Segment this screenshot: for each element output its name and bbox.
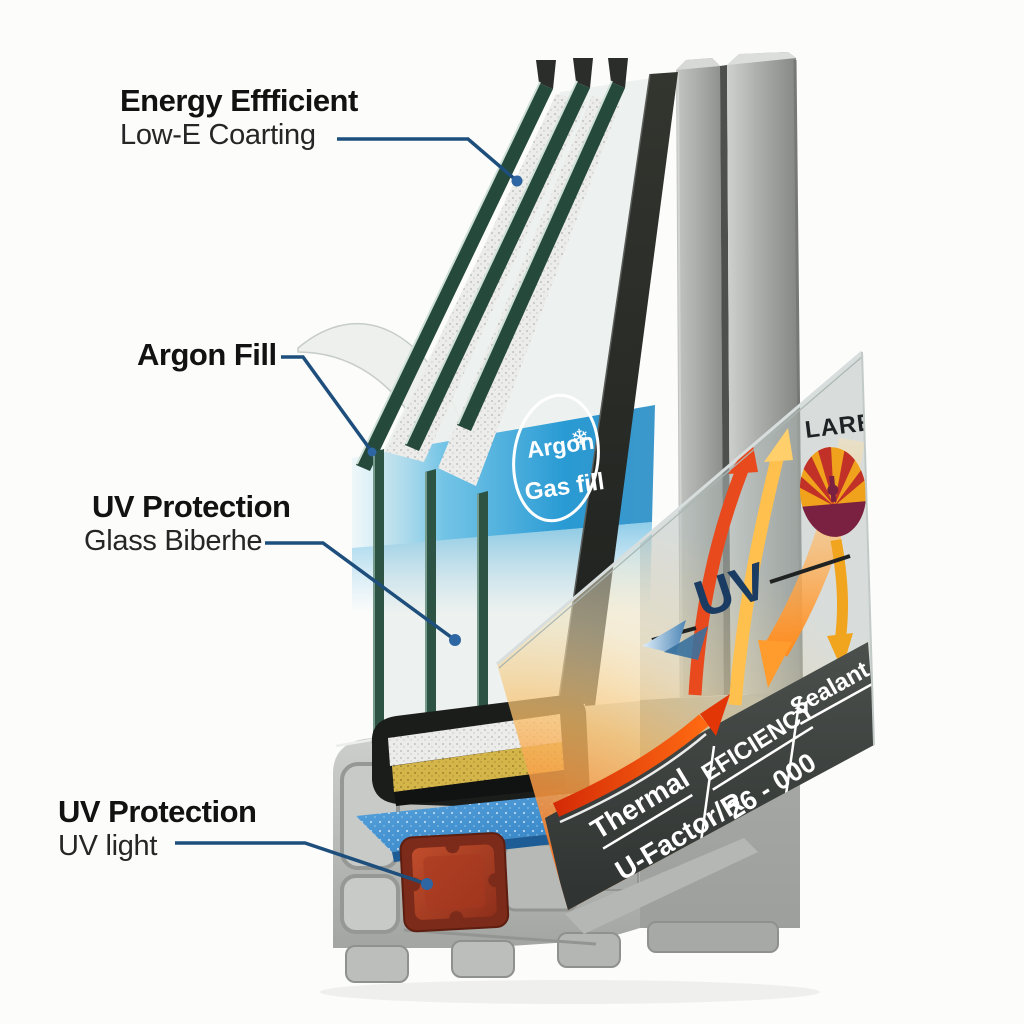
leader-dots <box>367 175 523 890</box>
sun-down-arrow-icon <box>827 539 853 670</box>
callout-low-e-subtitle: Low-E Coarting <box>120 119 316 152</box>
reflect-arrow-icon <box>642 620 708 660</box>
uv-dash-right <box>769 554 851 584</box>
callout-argon-title: Argon Fill <box>137 337 277 372</box>
callout-low-e-title: Energy Effficient <box>120 83 358 118</box>
leader-lines <box>175 137 519 886</box>
callout-uv-glass-subtitle: Glass Biberhe <box>84 525 263 558</box>
callout-uv-light: UV Protection UV light <box>58 794 257 863</box>
callout-low-e: Energy Effficient Low-E Coarting <box>120 84 358 152</box>
callout-uv-light-title: UV Protection <box>58 794 257 829</box>
steel-reinforcement <box>399 832 510 933</box>
panel-bottom-edge <box>565 838 758 934</box>
info-panel-edges <box>496 350 875 746</box>
callout-uv-glass-title: UV Protection <box>92 489 291 524</box>
glass-pane-side-edges <box>373 449 488 750</box>
callout-uv-glass: UV Protection Glass Biberhe <box>84 489 291 558</box>
snowflake-icon: ❄ <box>569 424 591 451</box>
callout-uv-light-subtitle: UV light <box>58 830 158 863</box>
heat-up-arrow-yellow-icon <box>728 428 793 706</box>
pane-top-caps <box>536 58 628 89</box>
ground-shadow <box>320 980 820 1004</box>
glazing-channel <box>552 72 678 746</box>
thermal-swoosh-icon <box>552 694 730 824</box>
glass-pane-top-edges <box>356 80 625 471</box>
callout-argon: Argon Fill <box>137 337 277 372</box>
sealant-strip <box>392 742 564 792</box>
